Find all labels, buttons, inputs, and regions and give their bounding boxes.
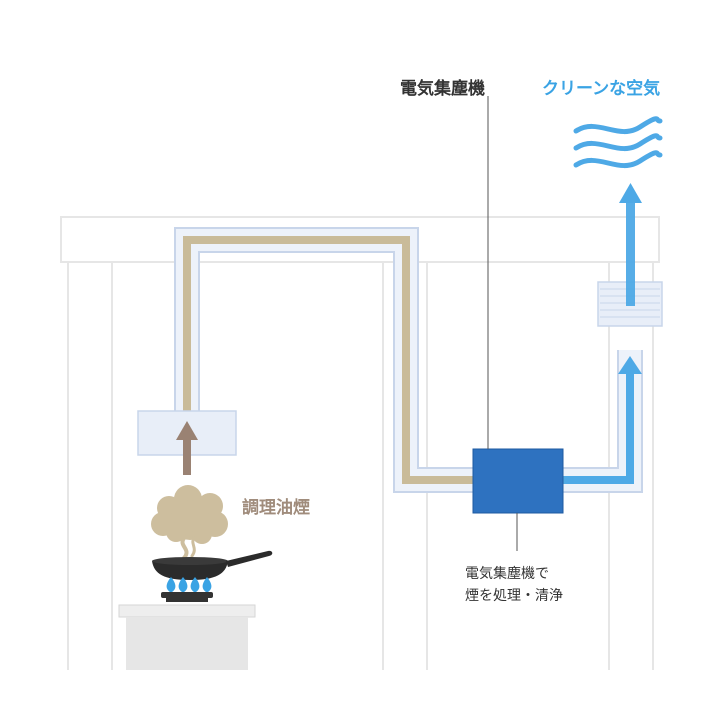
electric-dust-collector xyxy=(472,448,564,514)
process-description: 電気集塵機で 煙を処理・清浄 xyxy=(465,563,563,607)
clean-air-up-arrow-icon xyxy=(619,183,642,306)
stove-burner xyxy=(161,592,213,602)
smoke-cloud-icon xyxy=(151,485,228,568)
clean-air-waves-icon xyxy=(573,116,663,168)
cooking-smoke-label: 調理油煙 xyxy=(242,498,310,518)
kitchen-counter xyxy=(118,604,256,670)
duct-system xyxy=(174,227,643,493)
duct-up-arrow-icon xyxy=(618,356,642,374)
clean-air-label: クリーンな空気 xyxy=(542,79,661,99)
process-description-line2: 煙を処理・清浄 xyxy=(465,588,563,604)
dust-collector-label: 電気集塵機 xyxy=(400,79,485,99)
process-description-line1: 電気集塵機で xyxy=(465,566,549,582)
building-structure xyxy=(60,216,660,670)
frying-pan-icon xyxy=(152,550,273,580)
smoke-up-arrow-icon xyxy=(176,421,198,475)
ceiling-beam xyxy=(60,216,660,263)
smoke-flow-path xyxy=(183,236,410,480)
gas-flame-icon xyxy=(166,577,212,592)
